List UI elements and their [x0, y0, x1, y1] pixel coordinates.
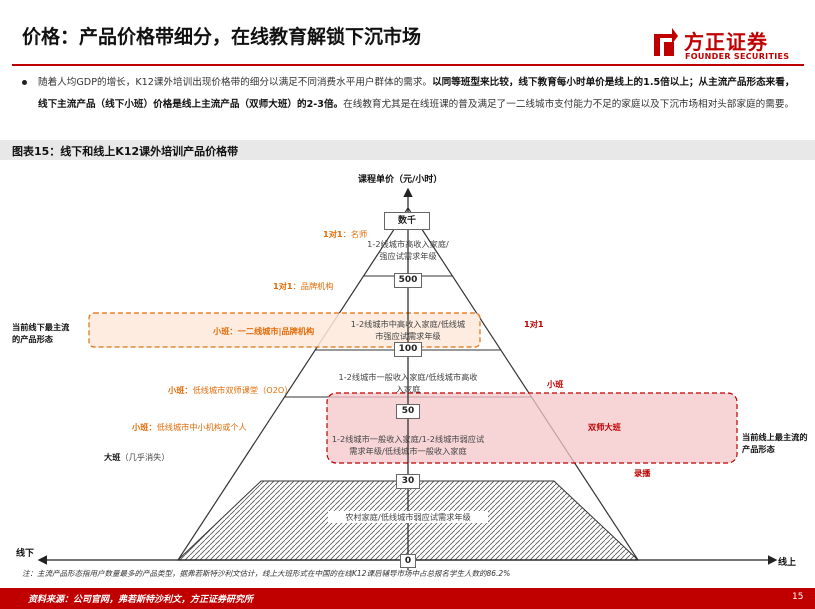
figure-header-band — [0, 140, 815, 160]
online-mainstream-note: 当前线上最主流的产品形态 — [742, 432, 808, 454]
tier-text-middle: 1-2线城市一般收入家庭/低线城市高收入家庭 — [338, 372, 478, 394]
offline-1on1-brand-num: 1对1 — [273, 281, 293, 291]
x-axis-offline-label: 线下 — [16, 549, 35, 559]
online-small-class: 小班 — [547, 379, 564, 389]
title-divider — [12, 64, 804, 66]
page-title: 价格：产品价格带细分，在线教育解锁下沉市场 — [22, 26, 422, 48]
intro-text-1: 随着人均GDP的增长，K12课外培训出现价格带的细分以满足不同消费水平用户群体的… — [38, 77, 433, 88]
price-level-50: 50 — [396, 404, 420, 419]
price-level-0: 0 — [400, 554, 416, 568]
bullet-icon — [22, 80, 27, 85]
price-level-500: 500 — [394, 273, 422, 288]
page-number: 15 — [792, 592, 804, 602]
company-logo: 方正证券 FOUNDER SECURITIES — [652, 26, 802, 66]
tier-text-upper: 1-2线城市中高收入家庭/低线城市强应试需求年级 — [350, 319, 466, 341]
x-axis-online-label: 线上 — [778, 558, 797, 568]
logo-text-cn: 方正证券 — [684, 30, 768, 54]
offline-small-text: 低线城市中小机构或个人 — [156, 422, 247, 432]
footer-band — [0, 588, 815, 609]
offline-big-class: 大班（几乎消失） — [104, 451, 170, 463]
offline-big-text: （几乎消失） — [120, 452, 170, 462]
offline-small-class-small: 小班：低线城市中小机构或个人 — [132, 421, 247, 433]
price-level-thousands: 数千 — [384, 212, 430, 230]
offline-1on1-brand-text: ：品牌机构 — [292, 281, 334, 291]
price-level-100: 100 — [394, 342, 422, 357]
intro-text-2: 在线教育尤其是在线班课的普及满足了一二线城市支付能力不足的家庭以及下沉市场相对头… — [343, 99, 795, 110]
logo-text-en: FOUNDER SECURITIES — [685, 52, 790, 61]
figure-title: 图表15：线下和线上K12课外培训产品价格带 — [12, 145, 239, 158]
intro-text-bold: 以同等班型来比较，线下教育每小时单价是线上的1.5倍以上；从主流产品形态来看，线… — [38, 77, 795, 110]
offline-1on1-master: 1对1：名师 — [323, 228, 367, 240]
founder-logo-icon — [654, 28, 678, 56]
offline-1on1-brand: 1对1：品牌机构 — [273, 280, 334, 292]
intro-paragraph: 随着人均GDP的增长，K12课外培训出现价格带的细分以满足不同消费水平用户群体的… — [38, 72, 796, 116]
offline-small-head: 小班： — [132, 422, 157, 432]
online-dual-teacher: 双师大班 — [588, 422, 621, 432]
price-level-30: 30 — [396, 474, 420, 489]
offline-big-head: 大班 — [104, 452, 121, 462]
offline-o2o-head: 小班： — [168, 385, 193, 395]
tier-text-top: 1-2线城市高收入家庭/强应试需求年级 — [367, 239, 449, 261]
online-1on1: 1对1 — [524, 319, 544, 329]
footnote: 注：主流产品形态指用户数量最多的产品类型，据弗若斯特沙利文估计，线上大班形式在中… — [22, 569, 511, 578]
tier-text-bottom: 农村家庭/低线城市弱应试需求年级 — [328, 511, 488, 523]
offline-mainstream-note: 当前线下最主流的产品形态 — [12, 322, 70, 344]
offline-1on1-master-text: ：名师 — [342, 229, 368, 239]
source-text: 资料来源：公司官网，弗若斯特沙利文，方正证券研究所 — [28, 595, 254, 605]
offline-1on1-master-num: 1对1 — [323, 229, 343, 239]
offline-small-class-o2o: 小班：低线城市双师课堂（O2O） — [168, 384, 293, 396]
y-axis-label: 课程单价（元/小时） — [358, 175, 443, 185]
online-mainstream-band — [326, 392, 738, 464]
offline-mainstream-band — [88, 312, 481, 348]
offline-small-class-main: 小班：一二线城市|品牌机构 — [213, 326, 315, 336]
offline-o2o-text: 低线城市双师课堂（O2O） — [192, 385, 293, 395]
online-recorded: 录播 — [634, 468, 651, 478]
tier-text-lower: 1-2线城市一般收入家庭/1-2线城市弱应试需求年级/低线城市一般收入家庭 — [331, 434, 485, 456]
